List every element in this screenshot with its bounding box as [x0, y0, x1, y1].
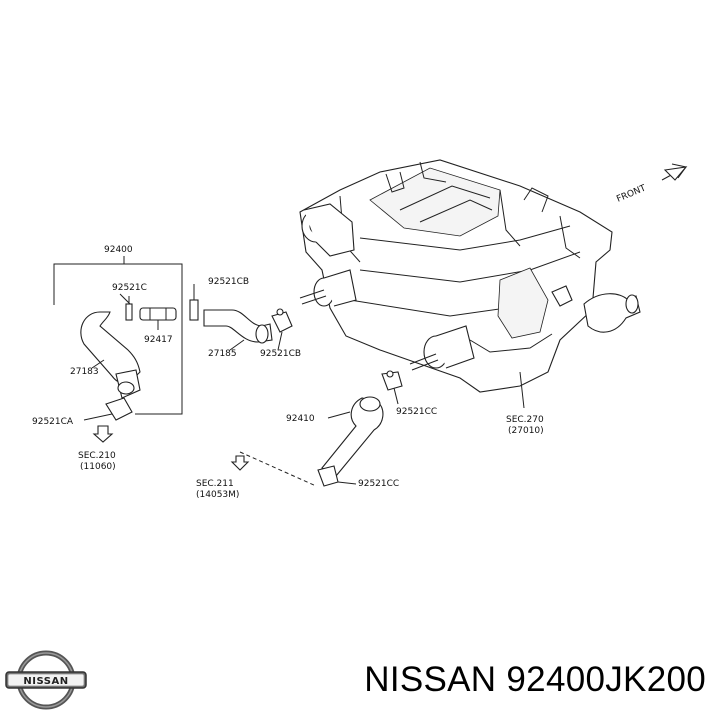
label-92410: 92410: [286, 414, 315, 424]
label-92417: 92417: [144, 335, 173, 345]
label-92400: 92400: [104, 245, 133, 255]
label-92521cb-top: 92521CB: [208, 277, 249, 287]
label-sec270-ref: (27010): [508, 426, 544, 436]
clip-92521c: [125, 296, 133, 321]
front-arrow-icon: [661, 163, 688, 181]
clamp-92521cb-left: [189, 284, 199, 321]
hose-92410: [317, 396, 384, 487]
label-sec211-ref: (14053M): [196, 490, 239, 500]
group-bracket: [53, 263, 183, 415]
label-sec210: SEC.210: [78, 451, 116, 461]
clamp-92521cc-top: [381, 370, 403, 391]
brand-name: NISSAN: [364, 660, 497, 699]
front-label: FRONT: [615, 183, 648, 204]
brand-part-number: NISSAN 92400JK200: [364, 660, 706, 700]
label-sec210-ref: (11060): [80, 462, 116, 472]
label-92521cc-mid: 92521CC: [396, 407, 437, 417]
logo-text: NISSAN: [23, 676, 68, 687]
arrow-down-icon: [230, 455, 250, 471]
arrow-down-icon: [92, 425, 114, 443]
label-92521c: 92521C: [112, 283, 147, 293]
label-sec270: SEC.270: [506, 415, 544, 425]
heater-unit-assembly: [299, 159, 641, 393]
hose-27185: [203, 309, 273, 344]
label-27183: 27183: [70, 367, 99, 377]
hose-27183: [80, 311, 141, 421]
label-92521ca: 92521CA: [32, 417, 74, 427]
label-27185: 27185: [208, 349, 237, 359]
clamp-92521cb-right: [271, 308, 293, 333]
nissan-logo: NISSAN: [5, 650, 87, 710]
label-92521cb-bottom: 92521CB: [260, 349, 301, 359]
part-number: 92400JK200: [506, 660, 706, 699]
label-sec211: SEC.211: [196, 479, 234, 489]
label-92521cc-bottom: 92521CC: [358, 479, 399, 489]
pipe-92417: [139, 307, 177, 321]
